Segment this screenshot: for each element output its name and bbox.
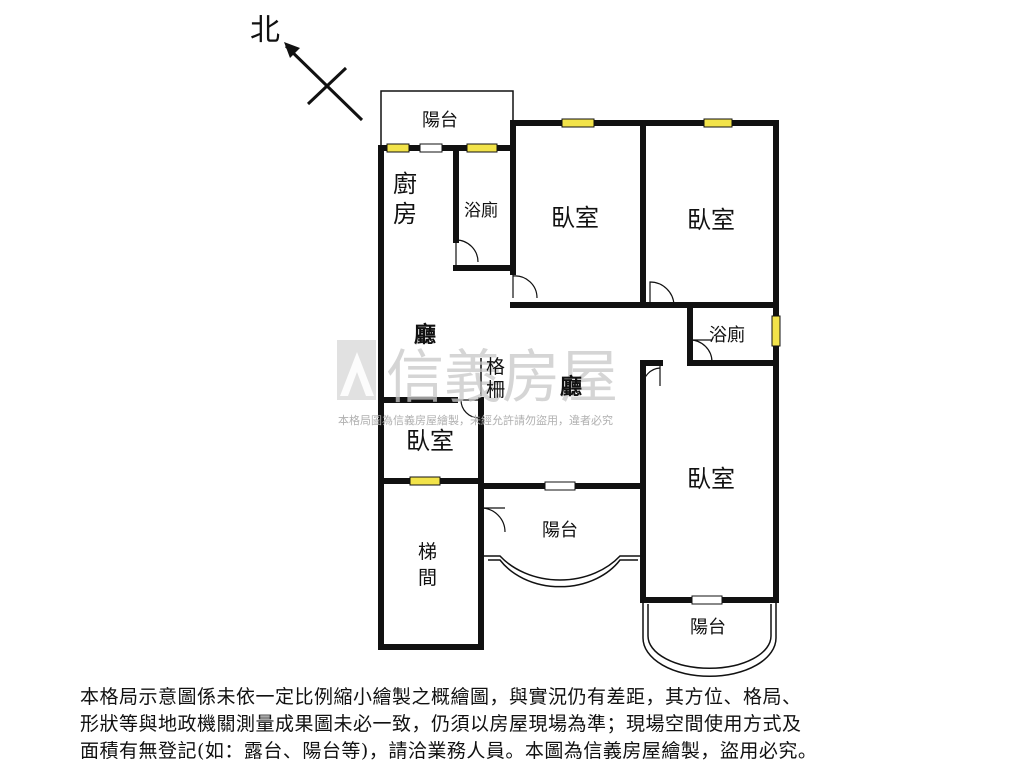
- label-bedroom-right: 臥室: [687, 206, 735, 234]
- label-bedroom-left: 臥室: [406, 427, 454, 455]
- disclaimer-line-2: 形狀等與地政機關測量成果圖未必一致，仍須以房屋現場為準；現場空間使用方式及: [80, 713, 802, 735]
- window-bedroom-mid: [561, 118, 595, 128]
- label-balcony-bottom: 陽台: [690, 617, 726, 638]
- label-stairwell-1: 梯: [418, 541, 437, 563]
- disclaimer: 本格局示意圖係未依一定比例縮小繪製之概繪圖，與實況仍有差距，其方位、格局、 形狀…: [80, 684, 980, 765]
- watermark: 信義房屋 本格局圖為信義房屋繪製，未經允許請勿盜用，違者必究: [337, 340, 618, 427]
- door-swings: [455, 239, 713, 533]
- label-kitchen-2: 房: [393, 200, 417, 228]
- label-kitchen-1: 廚: [393, 170, 417, 198]
- walls: [378, 120, 779, 650]
- floor-plan: 北: [250, 13, 781, 677]
- north-arrowhead-icon: [284, 42, 300, 58]
- disclaimer-line-1: 本格局示意圖係未依一定比例縮小繪製之概繪圖，與實況仍有差距，其方位、格局、: [80, 686, 802, 708]
- watermark-brand: 信義房屋: [386, 343, 618, 411]
- label-balcony-middle: 陽台: [542, 520, 578, 541]
- window-kitchen: [386, 143, 410, 153]
- label-bedroom-mid: 臥室: [551, 204, 599, 232]
- label-hall-center: 廳: [560, 374, 582, 400]
- compass-north-label: 北: [250, 13, 280, 48]
- watermark-notice: 本格局圖為信義房屋繪製，未經允許請勿盜用，違者必究: [338, 413, 613, 427]
- window-bedroom-right: [703, 118, 733, 128]
- window-bath-right: [771, 315, 781, 347]
- windows: [386, 118, 781, 486]
- bay-balconies: [481, 555, 777, 677]
- window-bath: [466, 143, 498, 153]
- room-labels: 陽台 廚 房 浴廁 臥室 臥室 廳 格 柵 廳 浴廁 臥室 臥室 梯 間 陽台 …: [393, 110, 745, 638]
- label-hall-upper: 廳: [414, 322, 436, 348]
- sliding-doors: [419, 143, 723, 605]
- label-grille-2: 柵: [486, 379, 505, 401]
- label-bedroom-lower-right: 臥室: [687, 465, 735, 493]
- disclaimer-line-3: 面積有無登記(如：露台、陽台等)，請洽業務人員。本圖為信義房屋繪製，盜用必究。: [80, 740, 818, 762]
- label-bath-right: 浴廁: [709, 324, 745, 346]
- label-grille-1: 格: [486, 356, 505, 378]
- compass: 北: [250, 13, 364, 122]
- label-stairwell-2: 間: [418, 567, 437, 589]
- compass-cross-line: [306, 66, 348, 106]
- label-balcony-top: 陽台: [422, 110, 458, 131]
- north-arrow-icon: [284, 44, 364, 122]
- label-bath-small: 浴廁: [464, 200, 498, 221]
- window-bedroom-left: [409, 476, 441, 486]
